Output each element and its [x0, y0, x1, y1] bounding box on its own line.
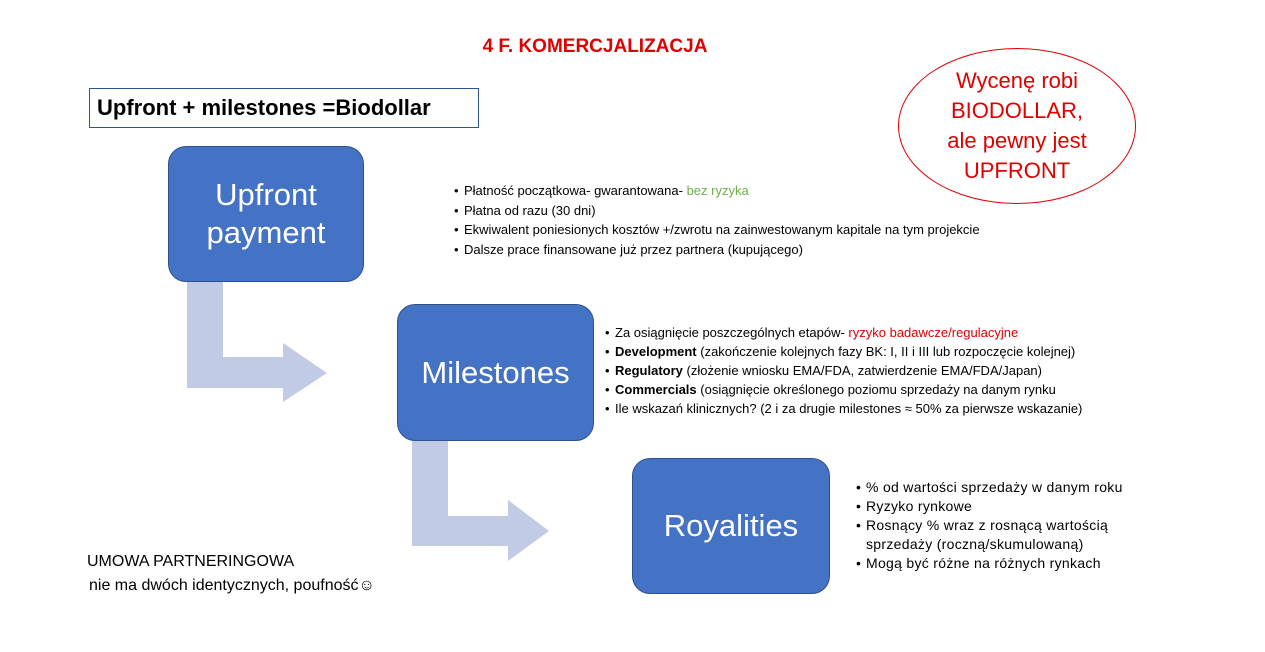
callout-line: Wycenę robi	[955, 68, 1079, 93]
list-item: Regulatory (złożenie wniosku EMA/FDA, za…	[605, 361, 1082, 380]
list-item: Ekwiwalent poniesionych kosztów +/zwrotu…	[454, 220, 980, 240]
royalities-node: Royalities	[632, 458, 830, 594]
list-item: Płatna od razu (30 dni)	[454, 201, 980, 221]
slide-title: 4 F. KOMERCJALIZACJA	[482, 36, 708, 57]
callout-line: ale pewny jest	[947, 128, 1087, 153]
upfront-node-line: payment	[206, 215, 326, 250]
upfront-bullet-list: Płatność początkowa- gwarantowana- bez r…	[454, 181, 980, 259]
list-item: Ile wskazań klinicznych? (2 i za drugie …	[605, 399, 1082, 418]
list-item: % od wartości sprzedaży w danym roku	[856, 478, 1156, 497]
royalities-bullet-list: % od wartości sprzedaży w danym roku Ryz…	[856, 478, 1156, 573]
list-item: Mogą być różne na różnych rynkach	[856, 554, 1156, 573]
list-item: Płatność początkowa- gwarantowana- bez r…	[454, 181, 980, 201]
list-item: Rosnący % wraz z rosnącą wartością sprze…	[856, 516, 1156, 554]
callout-line: BIODOLLAR,	[950, 98, 1084, 123]
list-item: Za osiągnięcie poszczególnych etapów- ry…	[605, 323, 1082, 342]
list-item: Commercials (osiągnięcie określonego poz…	[605, 380, 1082, 399]
bent-arrow-milestones-to-royalities	[412, 441, 549, 561]
agreement-title: UMOWA PARTNERINGOWA	[87, 553, 295, 570]
milestones-bullet-list: Za osiągnięcie poszczególnych etapów- ry…	[605, 323, 1082, 418]
list-item: Development (zakończenie kolejnych fazy …	[605, 342, 1082, 361]
formula-box: Upfront + milestones =Biodollar	[89, 88, 479, 128]
no-risk-highlight: bez ryzyka	[686, 183, 749, 198]
valuation-callout: Wycenę robi BIODOLLAR, ale pewny jest UP…	[898, 48, 1136, 204]
risk-highlight: ryzyko badawcze/regulacyjne	[848, 325, 1019, 340]
upfront-node-line: Upfront	[215, 177, 317, 212]
agreement-note: nie ma dwóch identycznych, poufność☺	[89, 577, 375, 594]
milestones-node: Milestones	[397, 304, 594, 441]
list-item: Ryzyko rynkowe	[856, 497, 1156, 516]
list-item: Dalsze prace finansowane już przez partn…	[454, 240, 980, 260]
upfront-payment-node: Upfront payment	[168, 146, 364, 282]
callout-line: UPFRONT	[963, 158, 1071, 183]
bent-arrow-upfront-to-milestones	[187, 282, 327, 402]
